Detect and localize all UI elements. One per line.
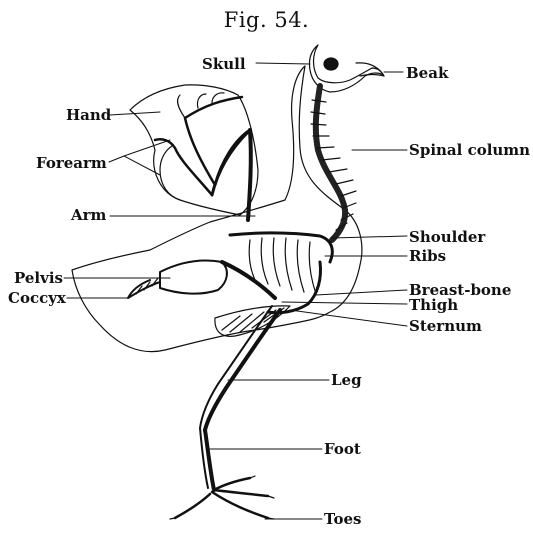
wing-digits: [178, 93, 224, 118]
arm-bone: [248, 130, 251, 220]
label-toes: Toes: [324, 511, 361, 527]
scapula: [230, 233, 332, 262]
label-sternum: Sternum: [409, 318, 482, 334]
thigh-bone: [222, 262, 275, 298]
label-skull: Skull: [202, 56, 246, 72]
toes: [175, 478, 268, 518]
label-leg: Leg: [331, 372, 362, 388]
label-ribs: Ribs: [409, 248, 446, 264]
label-arm: Arm: [71, 207, 106, 223]
eye-socket: [324, 58, 338, 70]
label-coccyx: Coccyx: [8, 290, 66, 306]
label-hand: Hand: [66, 107, 111, 123]
hand-bones: [155, 97, 242, 195]
label-thigh: Thigh: [409, 297, 458, 313]
label-beak: Beak: [406, 65, 448, 81]
pelvis-bone: [160, 260, 227, 293]
wing-outline: [130, 85, 258, 215]
label-shoulder: Shoulder: [409, 229, 485, 245]
label-pelvis: Pelvis: [14, 270, 63, 286]
breast-bone: [268, 262, 321, 313]
label-spinal-column: Spinal column: [409, 142, 530, 158]
label-foot: Foot: [324, 441, 361, 457]
spine-curve: [316, 86, 345, 240]
forearm-bones: [212, 130, 250, 195]
leg-bone-back: [200, 306, 272, 428]
label-forearm: Forearm: [36, 155, 107, 171]
